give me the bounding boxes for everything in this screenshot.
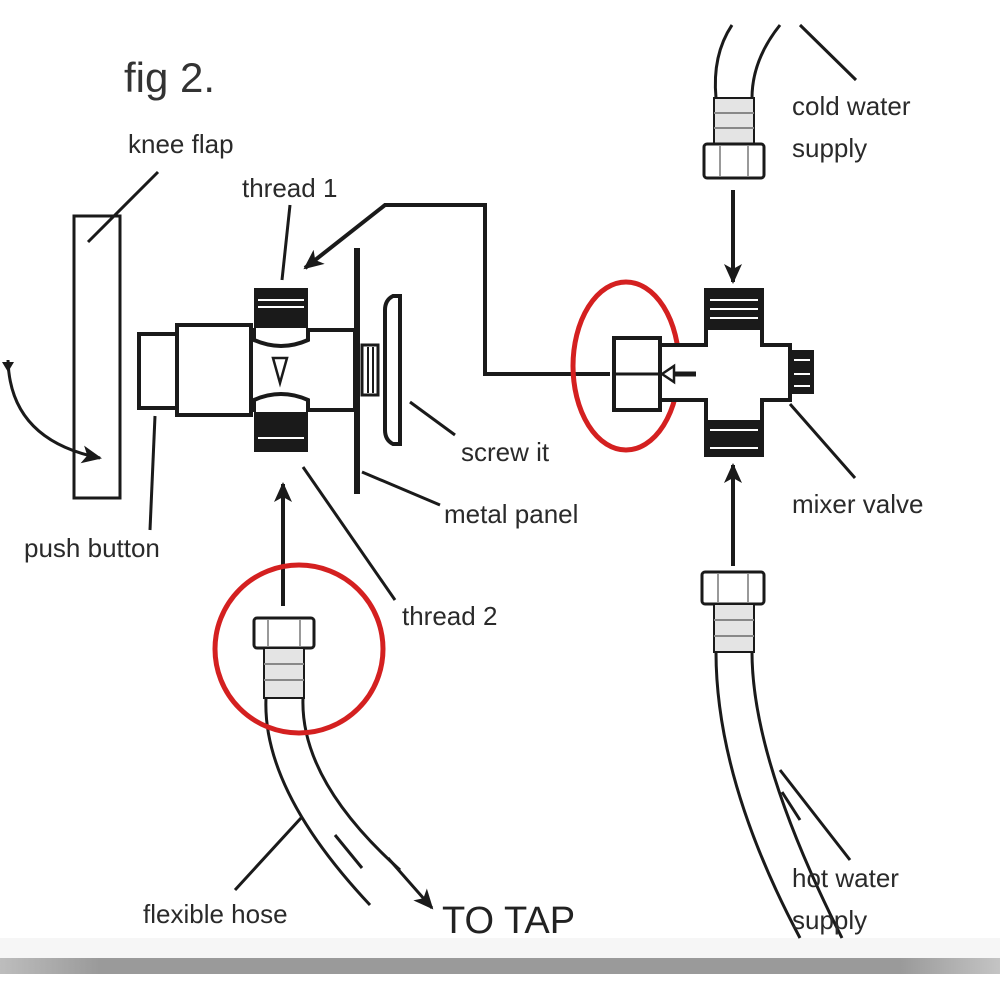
hot-supply-hose xyxy=(700,570,844,939)
label-thread-2: thread 2 xyxy=(402,601,498,631)
label-mixer-valve: mixer valve xyxy=(792,489,924,519)
label-cold-water-2: supply xyxy=(792,133,868,163)
push-button-body xyxy=(175,323,253,417)
screw-it-leader xyxy=(409,400,456,437)
label-knee-flap: knee flap xyxy=(128,129,234,159)
mixer-bottom-thread xyxy=(706,420,762,456)
cold-supply-hose xyxy=(702,24,782,180)
push-motion-arrow xyxy=(6,359,102,464)
connection-arrow xyxy=(303,203,610,376)
label-to-tap: TO TAP xyxy=(442,900,576,942)
label-cold-water-1: cold water xyxy=(792,91,911,121)
label-hot-water-2: supply xyxy=(792,905,868,935)
label-flexible-hose: flexible hose xyxy=(143,899,288,929)
mixer-valve xyxy=(612,288,814,457)
metal-panel-leader xyxy=(361,470,441,507)
push-valve xyxy=(137,288,357,452)
push-motion-arrow-tail xyxy=(2,362,14,372)
metal-panel xyxy=(354,248,360,494)
push-button-leader xyxy=(148,415,157,531)
bottom-border xyxy=(0,958,1000,974)
label-screw-it: screw it xyxy=(461,437,550,467)
knee-flap-leader xyxy=(86,170,160,244)
to-tap-arrow xyxy=(386,857,434,910)
highlight-circle-hose xyxy=(212,562,386,736)
thread-2-block xyxy=(254,412,308,452)
cold-water-leader xyxy=(798,23,858,82)
mixer-valve-leader xyxy=(788,403,857,479)
push-button-cap xyxy=(137,332,179,410)
flow-indicator xyxy=(271,356,289,388)
label-hot-water-1: hot water xyxy=(792,863,899,893)
mixer-side-thread xyxy=(790,350,814,394)
flexible-hose xyxy=(252,616,402,907)
thread-1-leader xyxy=(280,204,292,281)
screw-nut xyxy=(360,294,402,446)
label-push-button: push button xyxy=(24,533,160,563)
figure-title: fig 2. xyxy=(124,54,216,101)
label-metal-panel: metal panel xyxy=(444,499,579,529)
thread-2-leader xyxy=(301,466,397,601)
label-thread-1: thread 1 xyxy=(242,173,338,203)
hot-water-leader xyxy=(778,769,852,861)
bottom-shade xyxy=(0,938,1000,958)
knee-flap xyxy=(72,170,160,500)
flexible-hose-leader xyxy=(233,816,303,892)
